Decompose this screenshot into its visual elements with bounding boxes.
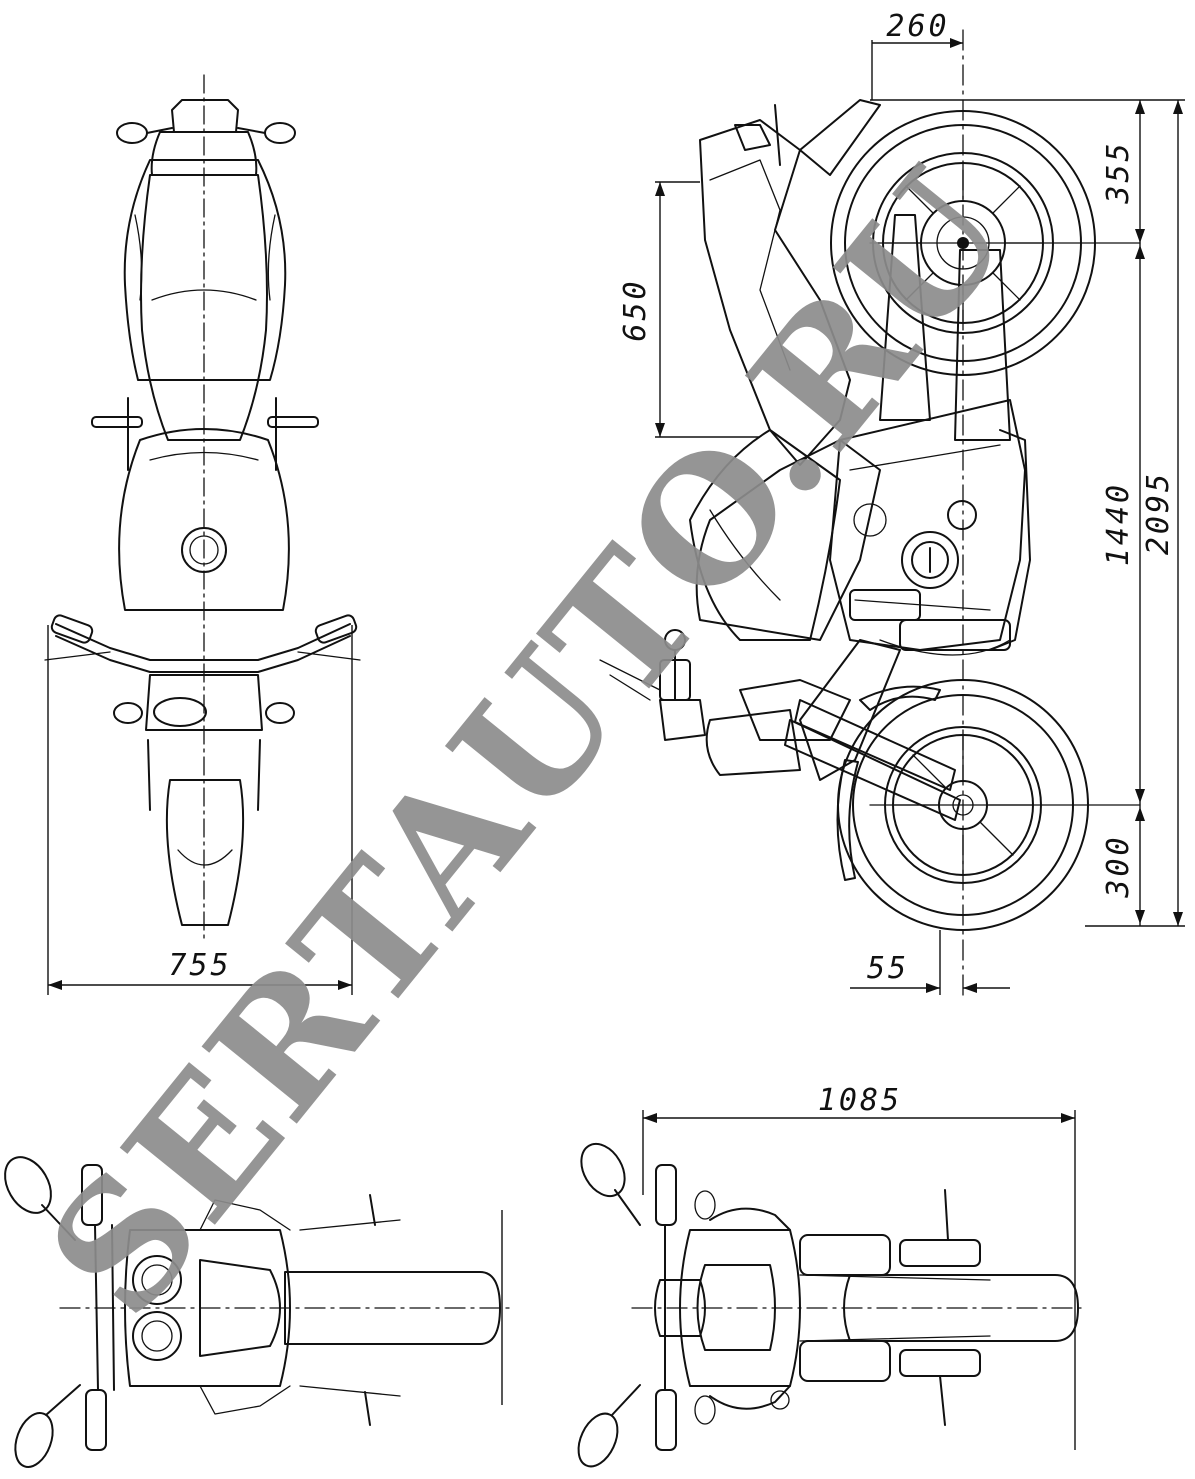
dim-rear-overhang: 355 [1101, 140, 1136, 204]
rear-view: 1085 [577, 1083, 1086, 1468]
dim-seat-offset: 260 [886, 9, 949, 44]
front-view [4, 1156, 511, 1468]
dim-trail: 55 [867, 951, 909, 986]
dim-overall-length: 2095 [1141, 471, 1176, 555]
top-view: 755 [44, 74, 361, 995]
dim-overall-width: 755 [168, 948, 231, 983]
dim-seat-height-span: 650 [618, 278, 653, 341]
side-view: 260 355 1440 300 2095 650 55 [599, 9, 1185, 996]
dim-overall-height: 1085 [818, 1083, 902, 1118]
dim-front-overhang: 300 [1101, 834, 1136, 898]
dim-wheelbase: 1440 [1101, 482, 1136, 566]
